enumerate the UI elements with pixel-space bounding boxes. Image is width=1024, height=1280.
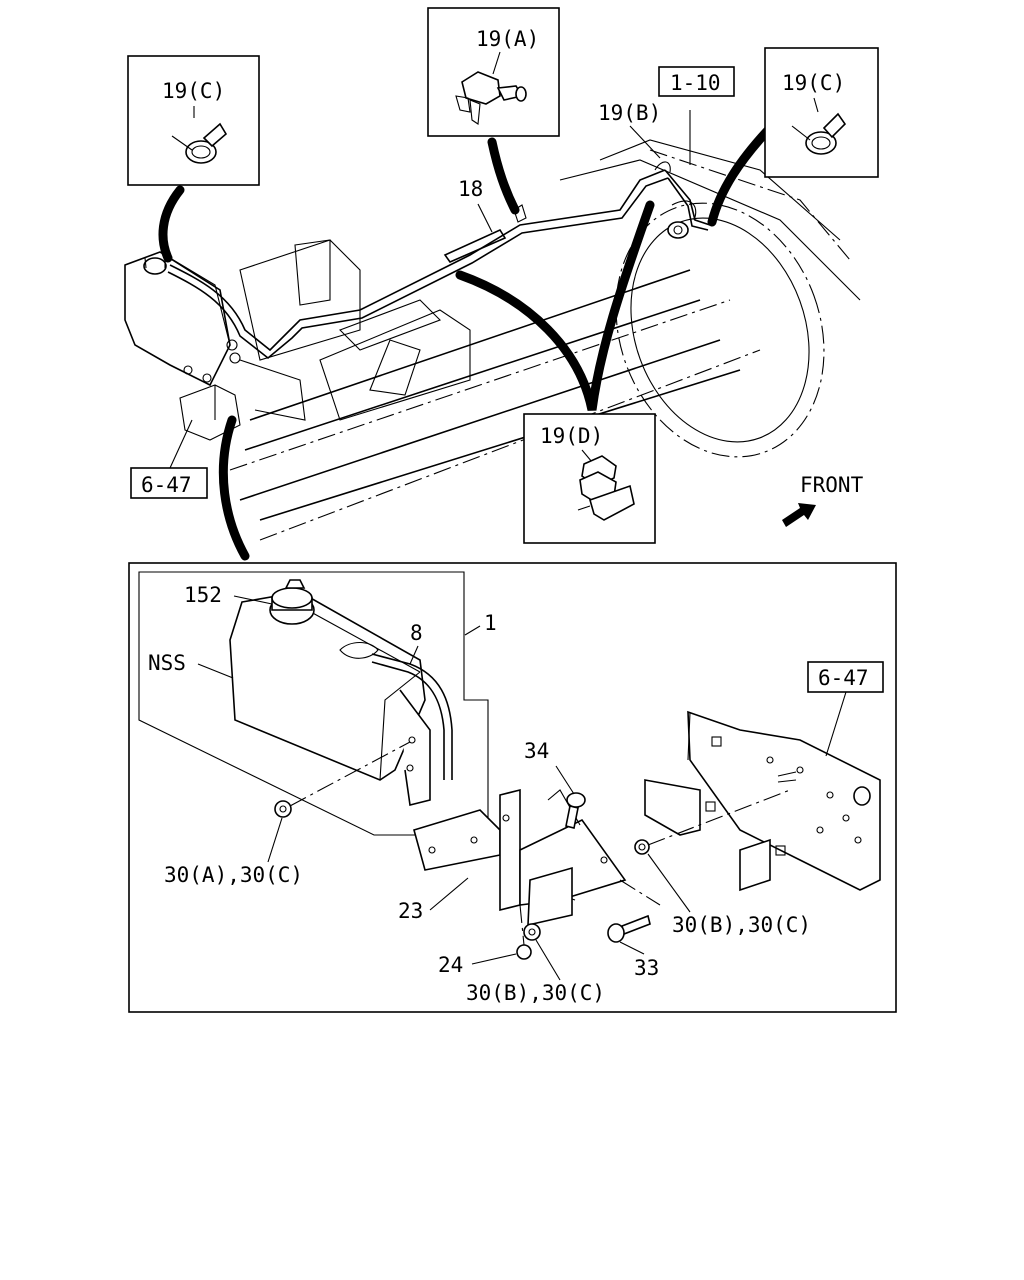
label-30b-30c-right: 30(B),30(C) [672,913,811,937]
detail-box-19d: 19(D) [523,413,656,544]
detail-box-19c-right: 19(C) [764,47,879,178]
label-24: 24 [438,953,463,977]
ref-box-6-47-top [130,467,208,499]
label-18: 18 [458,177,483,201]
label-nss: NSS [148,651,186,675]
label-6-47-top: 6-47 [141,473,192,497]
front-label: FRONT [800,473,864,497]
label-23: 23 [398,899,423,923]
label-1: 1 [484,611,497,635]
label-30a-30c: 30(A),30(C) [164,863,303,887]
front-arrow-icon [782,503,816,527]
label-19d: 19(D) [540,424,603,448]
label-34: 34 [524,739,549,763]
ref-box-1-10 [658,66,735,97]
leader-19d [455,200,655,411]
ref-box-6-47-detail [807,661,884,693]
label-19c-left: 19(C) [162,79,225,103]
detail-box-19a: 19(A) [427,7,560,137]
label-19a: 19(A) [476,27,539,51]
label-1-10: 1-10 [670,71,721,95]
label-6-47-detail: 6-47 [818,666,869,690]
leader-19c-left [158,185,185,263]
leader-19a [487,137,520,215]
label-19b: 19(B) [598,101,661,125]
label-152: 152 [184,583,222,607]
label-19c-right: 19(C) [782,71,845,95]
overview-illustration [124,110,861,541]
label-30b-30c-bottom: 30(B),30(C) [466,981,605,1005]
detail-box-19c-left: 19(C) [127,55,260,186]
label-33: 33 [634,956,659,980]
exploded-view-illustration [138,571,881,960]
leader-detail [218,415,250,561]
leader-19c-right [707,123,775,227]
label-8: 8 [410,621,423,645]
